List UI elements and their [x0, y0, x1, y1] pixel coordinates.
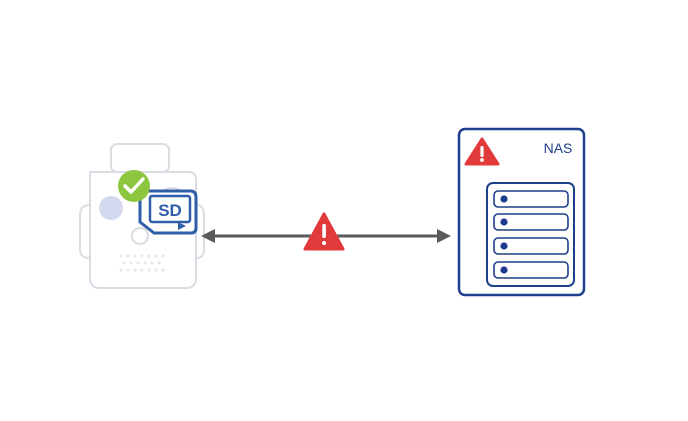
camera-mount [110, 143, 170, 173]
nas-device: NAS [457, 127, 586, 297]
drive-slot [493, 261, 569, 279]
sd-label: SD [158, 201, 182, 220]
nas-label: NAS [544, 140, 573, 156]
camera-lens [99, 196, 123, 220]
warning-icon [303, 212, 345, 251]
drive-slot [493, 237, 569, 255]
sd-card-icon: SD [138, 189, 198, 235]
nas-warning-icon [464, 137, 500, 166]
drive-bay [486, 182, 575, 287]
drive-slot [493, 190, 569, 208]
checkmark-icon [118, 170, 150, 202]
speaker-grille [119, 254, 165, 272]
camera-device: SD [79, 143, 205, 289]
drive-slot [493, 213, 569, 231]
